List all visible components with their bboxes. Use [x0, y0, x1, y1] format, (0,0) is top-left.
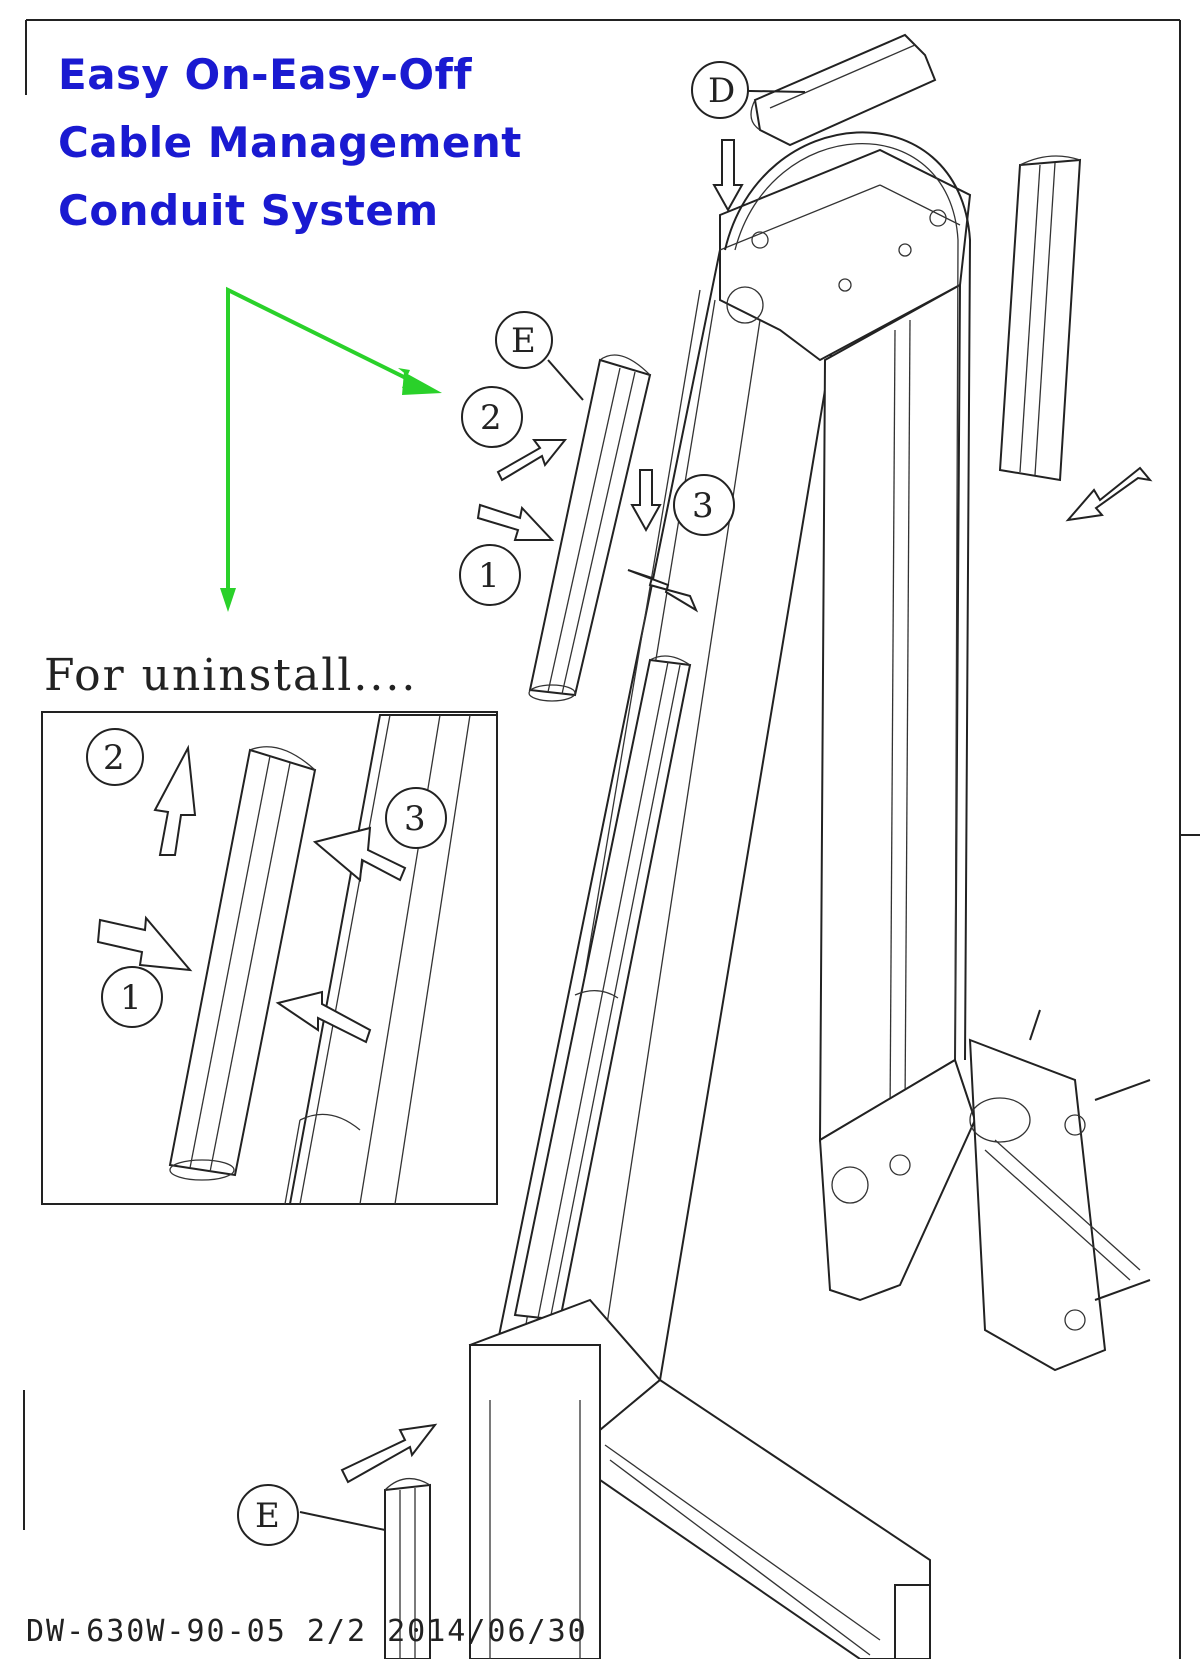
title-line-2: Cable Management [58, 118, 522, 167]
uninstall-caption: For uninstall.... [44, 650, 418, 701]
drawing-frame [23, 19, 1200, 1659]
label-inset-step-3: 3 [404, 799, 426, 839]
label-part-d: D [708, 71, 735, 111]
title-line-1: Easy On-Easy-Off [58, 50, 473, 99]
conduit-e-bottom: E [237, 1423, 438, 1659]
label-inset-step-2: 2 [103, 738, 125, 778]
back-column [724, 131, 1151, 1372]
label-inset-step-1: 1 [120, 978, 142, 1018]
label-step-1: 1 [478, 556, 500, 596]
label-part-e-top: E [511, 321, 536, 361]
label-part-e-bottom: E [255, 1496, 280, 1536]
main-arm [488, 148, 972, 1381]
label-step-2: 2 [480, 398, 502, 438]
side-conduit-right [998, 155, 1153, 522]
title-line-3: Conduit System [58, 186, 439, 235]
label-step-3: 3 [692, 486, 714, 526]
conduit-e-top: E 2 1 3 [459, 311, 735, 702]
part-d-cap: D [691, 33, 937, 213]
uninstall-inset: 2 3 1 [41, 711, 498, 1205]
document-id: DW-630W-90-05 2/2 2014/06/30 [26, 1614, 588, 1649]
base-block [468, 1298, 931, 1659]
green-pointer-arrows [220, 286, 442, 612]
